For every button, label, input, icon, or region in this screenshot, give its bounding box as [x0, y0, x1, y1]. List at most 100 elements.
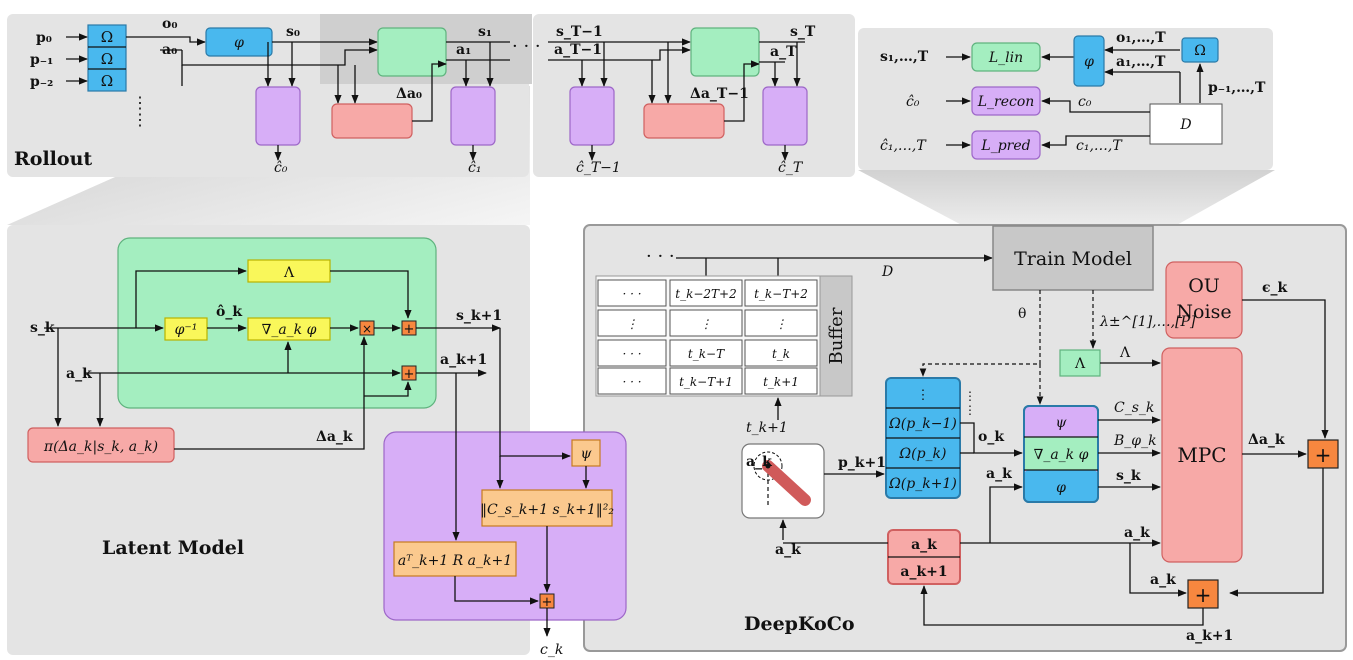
sk1-label: s_k+1	[456, 308, 502, 324]
cost-box-1	[450, 86, 496, 146]
buffer-cell	[669, 367, 743, 395]
plus-label: +	[404, 322, 415, 337]
buffer-label-box	[819, 275, 853, 397]
dak-label: Δa_k	[1248, 432, 1285, 448]
p-2-label: p₋₂	[30, 74, 53, 90]
sk-label: s_k	[30, 320, 55, 336]
c1-hat-label: ĉ₁	[468, 160, 481, 176]
p-1-label: p₋₁	[30, 52, 53, 68]
buffer-label: Buffer	[826, 307, 847, 364]
cost-box-0	[255, 86, 301, 146]
loss-data-label: D	[1179, 117, 1191, 133]
mpc-label: MPC	[1177, 443, 1226, 467]
buffer-cell	[597, 367, 667, 395]
o-in-label: o₁,…,T	[1116, 30, 1166, 46]
phi-inv-box	[164, 317, 208, 341]
buffer-cell-label: ⋮	[775, 317, 787, 331]
vdots: ⋮	[964, 389, 976, 403]
loss-diagram: s₁,…,T L_lin φ o₁,…,T a₁,…,T Ω p₋₁,…,T D…	[880, 30, 1266, 160]
dak-label: Δa_k	[316, 429, 353, 445]
buffer-cell	[597, 339, 667, 367]
omega-stack-dots: ⋮	[917, 388, 930, 403]
loss-omega-box	[1181, 37, 1219, 63]
p0-label: p₀	[36, 30, 52, 46]
dots: · · ·	[646, 246, 675, 267]
phi-label: φ	[1056, 480, 1066, 496]
buffer-cell-label: · · ·	[622, 375, 641, 389]
buffer-cell	[669, 279, 743, 307]
lambda-label: Λ	[1074, 356, 1086, 372]
omega-label: Ω	[101, 50, 113, 68]
c-label: c₁,…,T	[1076, 138, 1123, 154]
loss-lin-label: L_lin	[988, 50, 1023, 66]
vdots: ⋮	[132, 110, 148, 129]
buffer-grid: · · ·⋮· · ·· · ·t_k−2T+2⋮t_k−Tt_k−T+1t_k…	[597, 279, 818, 395]
ak1-out-label: a_k+1	[1186, 628, 1233, 644]
lambda-pm-label: λ±^[1],…,[P]	[1099, 314, 1196, 330]
deepkoco-diagram: · · · D Train Model OU Noise ϵ_k Buffer …	[595, 225, 1339, 644]
buffer-cell	[597, 279, 667, 307]
lambda-out-label: Λ	[1119, 345, 1131, 361]
pk1-label: p_k+1	[838, 455, 886, 471]
mpc-box	[1161, 347, 1243, 563]
phi-cell	[1024, 470, 1098, 502]
a-in-label: a₁,…,T	[1116, 54, 1166, 70]
buffer-cell-label: · · ·	[622, 287, 641, 301]
aT-1-label: a_T−1	[554, 42, 602, 58]
sT-label: s_T	[790, 24, 816, 40]
grad-box	[247, 317, 331, 341]
zoom-shape-train	[858, 170, 1275, 240]
train-model-label: Train Model	[1014, 248, 1132, 270]
latent-model-box-0	[377, 27, 447, 77]
loss-omega-label: Ω	[1194, 43, 1206, 59]
omega-stack-item: Ω(p_k+1)	[888, 476, 957, 492]
ak-mid-label: a_k	[986, 466, 1012, 482]
o0-label: o₀	[162, 16, 177, 32]
loss-recon-label: L_recon	[977, 94, 1035, 110]
sT-1-label: s_T−1	[556, 24, 603, 40]
plus-label: +	[542, 595, 553, 610]
vdots: ⋮	[132, 93, 148, 112]
ou-label: OU	[1188, 275, 1220, 297]
dots: · · ·	[512, 36, 541, 57]
buffer-cell-label: · · ·	[622, 347, 641, 361]
c0-hat-label: ĉ₀	[274, 160, 288, 176]
c0-label: c₀	[1078, 94, 1092, 110]
buffer-cell	[744, 309, 818, 337]
buffer-cell	[669, 339, 743, 367]
c0-hat-in-label: ĉ₀	[906, 94, 920, 110]
cT-hat-label: ĉ_T	[778, 160, 804, 176]
a1-label: a₁	[456, 42, 471, 58]
rollout-diagram: Ω Ω Ω p₀ p₋₁ p₋₂ ⋮ ⋮ o₀ a₀ φ s₀ ĉ₀ Δa₀ s…	[30, 16, 816, 176]
cost-box-T-1	[569, 86, 615, 146]
buffer-cell-label: t_k	[772, 347, 790, 361]
buffer-cell	[597, 309, 667, 337]
lambda-box	[1059, 349, 1101, 377]
ok-label: o_k	[978, 429, 1004, 445]
times-label: ×	[362, 322, 372, 336]
omega-label: Ω	[101, 72, 113, 90]
rollout-title: Rollout	[14, 148, 92, 170]
buffer-cell-label: t_k−T	[688, 347, 725, 361]
loss-phi-box	[1073, 35, 1105, 87]
buffer-cell-label: ⋮	[626, 317, 638, 331]
vdots: ⋮	[964, 403, 976, 417]
buffer-cell-label: t_k−T+1	[679, 375, 733, 389]
p-in-label: p₋₁,…,T	[1208, 80, 1266, 96]
psi-box	[571, 439, 601, 467]
s-in-label: s₁,…,T	[880, 49, 929, 65]
latent-model-box-T	[690, 27, 760, 77]
policy-box-T-1	[643, 103, 725, 139]
c-label: C_s_k	[1114, 400, 1154, 416]
d-label: D	[881, 264, 893, 280]
ak-pend-label: a_k	[746, 454, 772, 470]
sk-label: s_k	[1116, 468, 1141, 484]
action-cost-box	[393, 541, 517, 577]
cost-box-T	[762, 86, 808, 146]
pendulum-icon	[762, 460, 811, 506]
deepkoco-title: DeepKoCo	[744, 613, 855, 635]
policy-box	[27, 427, 175, 463]
loss-data-box	[1149, 103, 1223, 145]
ak-right-label: a_k	[1124, 525, 1150, 541]
omega-stack-item: Ω(p_k)	[899, 446, 947, 462]
